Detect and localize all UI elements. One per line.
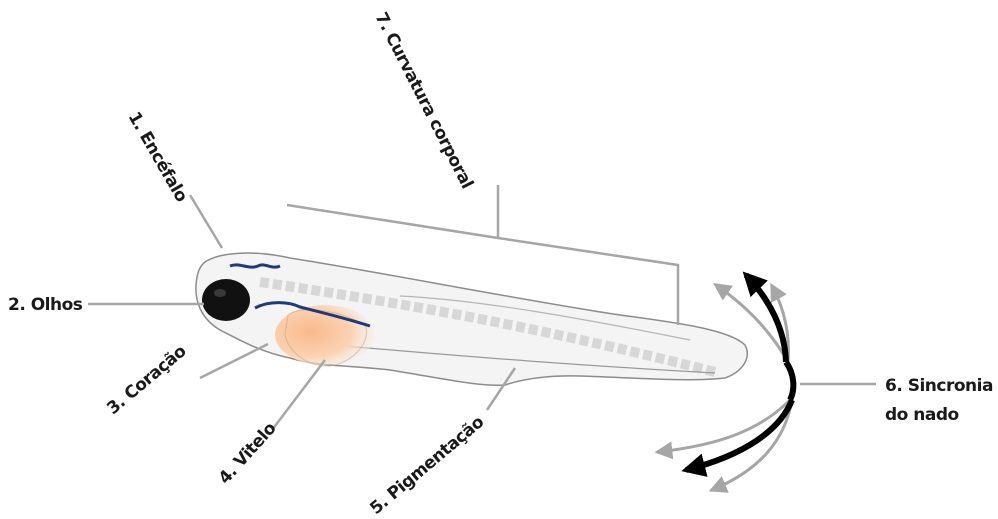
eye [202, 279, 250, 321]
larva-body [196, 253, 747, 385]
eye-highlight [214, 289, 226, 297]
arrow-light-down-left [658, 400, 790, 452]
labels: 1. Encéfalo 2. Olhos 3. Coração 4. Vitel… [8, 9, 993, 519]
label-curvatura: 7. Curvatura corporal [371, 9, 477, 192]
leader-coracao [200, 344, 268, 378]
label-olhos: 2. Olhos [8, 295, 83, 315]
leader-encefalo [190, 195, 222, 248]
label-pigmentacao: 5. Pigmentação [366, 412, 488, 518]
label-coracao: 3. Coração [103, 342, 190, 419]
label-encefalo: 1. Encéfalo [124, 109, 192, 206]
arrow-pivot [786, 362, 793, 400]
label-sincronia-line1: 6. Sincronia [885, 376, 993, 396]
label-vitelo: 4. Vitelo [215, 419, 280, 489]
leader-vitelo [272, 360, 325, 430]
label-sincronia-line2: do nado [885, 405, 959, 425]
